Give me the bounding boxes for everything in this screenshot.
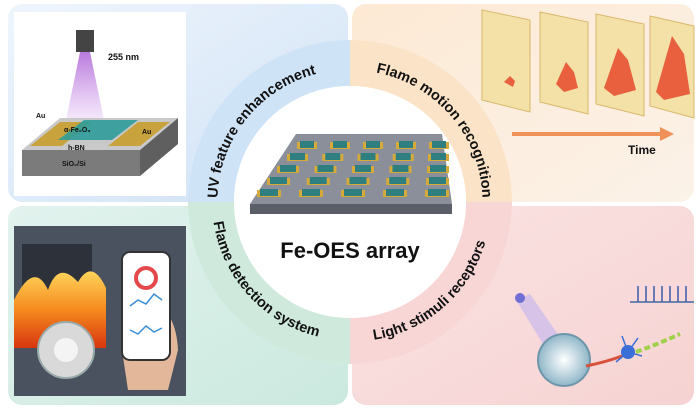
- uv-beam: [66, 52, 104, 120]
- optic-nerve: [585, 354, 623, 368]
- chip-device: [260, 189, 278, 196]
- chip-device: [428, 189, 446, 196]
- phone-chart-2: [129, 325, 163, 335]
- chip-device: [280, 165, 296, 172]
- chip-device: [366, 141, 380, 148]
- flame-pattern-1: [504, 76, 515, 87]
- material-label: α-Fe₂O₃: [64, 127, 91, 134]
- chip-device: [349, 177, 367, 184]
- layer-label: h-BN: [68, 145, 85, 152]
- substrate-side: [140, 118, 178, 176]
- chip-device: [355, 165, 371, 172]
- chip-device: [360, 153, 376, 160]
- axon: [635, 332, 681, 354]
- chip-device: [432, 141, 446, 148]
- light-stimuli-panel: [515, 286, 694, 387]
- au-right-label: Au: [142, 129, 151, 136]
- phone-gauge: [134, 266, 158, 290]
- time-label: Time: [628, 143, 656, 157]
- chip-device: [344, 189, 362, 196]
- flame-pattern-3: [604, 48, 636, 96]
- center-title: Fe-OES array: [280, 238, 420, 263]
- chip-device: [300, 141, 314, 148]
- device-array: [250, 134, 452, 214]
- electrode-right: [108, 122, 170, 146]
- array-substrate: [250, 134, 452, 204]
- neuron-dendrites: [615, 335, 643, 363]
- substrate-label: SiO₂/Si: [62, 161, 86, 168]
- chip-device: [309, 177, 327, 184]
- chip-device: [429, 177, 446, 184]
- chip-device: [392, 165, 409, 172]
- flame-detection-panel: [14, 226, 186, 396]
- uv-device-panel: 255 nm Au Au α-Fe₂O₃ h-BN SiO₂/Si: [14, 12, 186, 196]
- chip-grid: [257, 141, 449, 197]
- chip-device: [395, 153, 411, 160]
- chip-device: [290, 153, 305, 160]
- chip-device: [389, 177, 407, 184]
- chip-device: [431, 153, 446, 160]
- spike-train: [630, 286, 694, 303]
- uv-lamp-icon: [76, 30, 94, 52]
- ring-segment-motion: [350, 40, 512, 202]
- chip-device: [325, 153, 341, 160]
- substrate-front: [22, 150, 140, 176]
- ring-segment-light: [350, 202, 512, 364]
- frame-2: [539, 11, 589, 115]
- eye-icon: [537, 333, 591, 387]
- time-arrow-head: [660, 127, 674, 141]
- chip-device: [317, 165, 334, 172]
- chip-device: [333, 141, 347, 148]
- chip-device: [386, 189, 404, 196]
- flake-layer: [58, 120, 138, 140]
- frame-1: [481, 9, 531, 113]
- phone-chart-1: [129, 292, 163, 307]
- uv-wavelength-label: 255 nm: [108, 52, 139, 62]
- array-substrate-edge: [250, 204, 452, 214]
- ring-segment-uv: [188, 40, 350, 202]
- chip-device: [270, 177, 287, 184]
- smartphone-icon: [121, 251, 171, 361]
- au-left-label: Au: [36, 113, 45, 120]
- ring-segment-detection: [188, 202, 350, 364]
- chip-device: [302, 189, 320, 196]
- chip-device: [399, 141, 413, 148]
- light-source-icon: [515, 293, 525, 303]
- flame-pattern-2: [556, 62, 578, 92]
- flame-motion-panel: Time: [481, 9, 695, 157]
- sensor-lens-center: [54, 338, 78, 362]
- chip-device: [430, 165, 446, 172]
- flame-pattern-4: [656, 36, 690, 100]
